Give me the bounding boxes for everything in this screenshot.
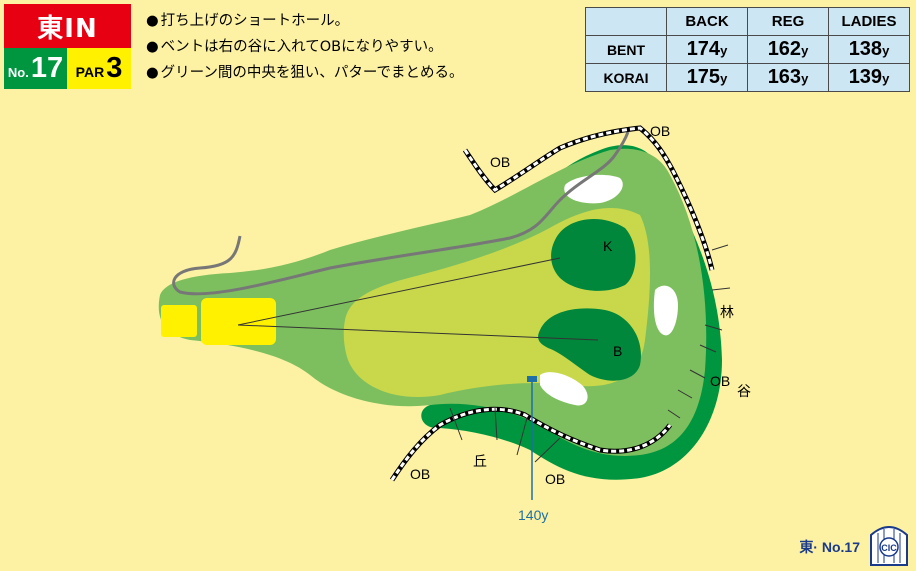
yardage-value: 162 [767, 38, 802, 60]
ob-label-top-left: OB [490, 154, 510, 170]
par-badge: PAR 3 [67, 48, 131, 89]
footer-label: 東· No.17 [799, 539, 860, 555]
ob-lines [389, 125, 715, 482]
yardage-unit: y [720, 43, 728, 58]
yardage-cell: 174y [666, 35, 748, 64]
tee-front [201, 298, 276, 345]
yardage-corner [585, 7, 667, 36]
tree-band [421, 145, 722, 480]
yardage-value: 163 [767, 66, 802, 88]
hole-notes: 打ち上げのショートホール。 ベントは右の谷に入れてOBになりやすい。 グリーン間… [146, 8, 464, 86]
yardage-header-row: BACK REG LADIES [585, 7, 910, 36]
boundary-ticks [449, 244, 731, 463]
yardage-unit: y [801, 43, 809, 58]
yardage-value: 138 [848, 38, 883, 60]
yardage-value: 175 [686, 66, 721, 88]
ob-label-bottom-mid: OB [545, 471, 565, 487]
ob-label-right: OB [710, 373, 730, 389]
yardage-unit: y [882, 43, 890, 58]
green-k [551, 218, 636, 291]
yardage-row-label: BENT [585, 35, 667, 64]
distance-marker [527, 376, 537, 382]
green-k-label: K [603, 238, 613, 254]
yardage-cell: 162y [747, 35, 829, 64]
yardage-row-bent: BENT 174y 162y 138y [585, 35, 910, 64]
yardage-col-back: BACK [666, 7, 748, 36]
valley-label: 谷 [737, 383, 751, 399]
note-item: グリーン間の中央を狙い、パターでまとめる。 [146, 60, 464, 86]
yardage-unit: y [882, 71, 890, 86]
cart-path [172, 131, 630, 296]
hole-number: 17 [30, 52, 64, 84]
par-prefix: PAR [75, 64, 105, 80]
yardage-row-label: KORAI [585, 63, 667, 92]
yardage-unit: y [720, 71, 728, 86]
note-item: 打ち上げのショートホール。 [146, 8, 464, 34]
bunker-bottom [540, 372, 588, 406]
note-item: ベントは右の谷に入れてOBになりやすい。 [146, 34, 464, 60]
hill-label: 丘 [473, 453, 487, 469]
yardage-col-reg: REG [747, 7, 829, 36]
course-badge: 東IN [4, 4, 131, 48]
tee-back [161, 305, 197, 337]
yardage-unit: y [801, 71, 809, 86]
yardage-cell: 138y [828, 35, 910, 64]
green-b [538, 308, 641, 381]
green-b-label: B [613, 343, 622, 359]
yardage-table: BACK REG LADIES BENT 174y 162y 138y KORA… [585, 7, 910, 92]
club-logo: CIC [870, 526, 908, 566]
distance-marker-label: 140y [518, 507, 548, 523]
forest-label: 林 [720, 304, 734, 320]
ob-label-top-right: OB [650, 123, 670, 139]
ob-label-bottom-left: OB [410, 466, 430, 482]
yardage-col-ladies: LADIES [828, 7, 910, 36]
logo-text: CIC [881, 543, 897, 553]
hole-number-badge: No. 17 [4, 48, 67, 89]
yardage-value: 174 [686, 38, 721, 60]
yardage-row-korai: KORAI 175y 163y 139y [585, 63, 910, 92]
bunker-right [653, 285, 678, 336]
par-value: 3 [106, 52, 123, 84]
aim-lines [237, 257, 599, 341]
bunker-top [564, 174, 623, 204]
hole-no-prefix: No. [7, 65, 29, 80]
yardage-cell: 163y [747, 63, 829, 92]
yardage-cell: 175y [666, 63, 748, 92]
yardage-value: 139 [848, 66, 883, 88]
yardage-cell: 139y [828, 63, 910, 92]
